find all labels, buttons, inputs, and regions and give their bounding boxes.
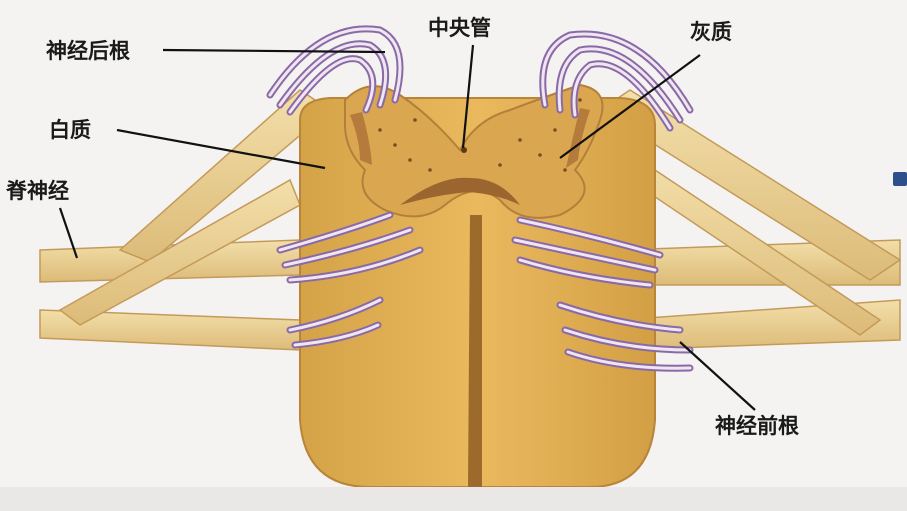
label-dorsal-root: 神经后根 <box>46 41 130 62</box>
label-spinal-nerve: 脊神经 <box>6 181 69 202</box>
label-central-canal: 中央管 <box>428 18 491 39</box>
leader-dorsal-root <box>163 50 385 52</box>
edge-mark <box>893 172 907 186</box>
anterior-fissure <box>468 215 482 487</box>
label-gray-matter: 灰质 <box>690 22 732 43</box>
label-ventral-root: 神经前根 <box>715 416 799 437</box>
label-white-matter: 白质 <box>49 120 91 141</box>
bottom-band <box>0 487 907 511</box>
leader-ventral-root <box>680 342 755 410</box>
